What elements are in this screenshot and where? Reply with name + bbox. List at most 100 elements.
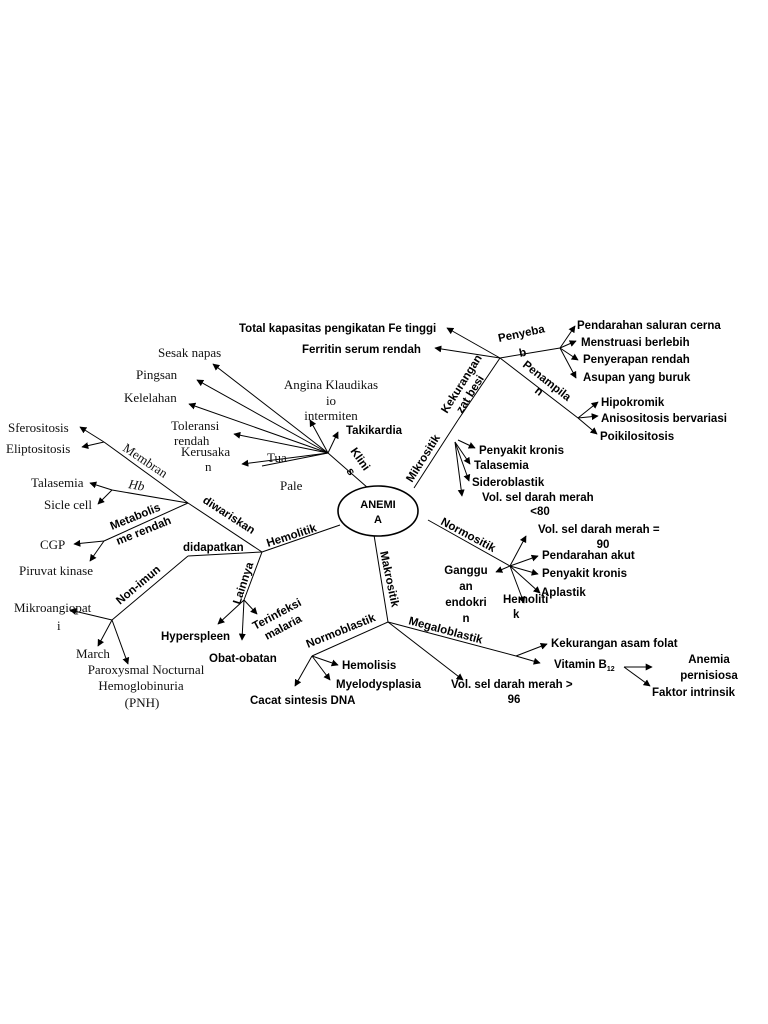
leaf-asupan: Asupan yang buruk xyxy=(583,372,691,384)
edge-klinis xyxy=(327,452,369,489)
leaf-kerusakan-1: Kerusaka xyxy=(181,444,230,459)
edge-obat xyxy=(238,599,246,641)
edge-talasemia-mikro xyxy=(454,441,471,465)
label-didapatkan: didapatkan xyxy=(183,542,244,554)
leaf-talasemia-mikro: Talasemia xyxy=(474,460,529,472)
leaf-gangguan-3: endokri xyxy=(445,597,487,609)
edge-kekurangan-zat-besi xyxy=(457,357,501,421)
edge-normositik xyxy=(427,519,511,567)
label-mikrositik: Mikrositik xyxy=(404,432,443,484)
leaf-hemolitik-normo-2: k xyxy=(513,609,520,621)
leaf-faktor-intrinsik: Faktor intrinsik xyxy=(652,687,736,699)
edge-vol80 xyxy=(454,441,465,497)
leaf-gangguan-4: n xyxy=(462,613,469,625)
edge-pendarahan-akut xyxy=(509,554,539,567)
leaf-anemia-pernisiosa-2: pernisiosa xyxy=(680,670,738,682)
leaf-poikilositosis: Poikilositosis xyxy=(600,431,674,443)
leaf-pendarahan-akut: Pendarahan akut xyxy=(542,550,635,562)
leaf-pnh-1: Paroxysmal Nocturnal xyxy=(88,662,205,677)
leaf-penyakit-kronis-mikro: Penyakit kronis xyxy=(479,445,564,457)
label-hemolitik: Hemolitik xyxy=(265,522,319,550)
edge-toleransi xyxy=(233,431,329,454)
edge-gangguan xyxy=(495,565,511,573)
leaf-labels: Total kapasitas pengikatan Fe tinggi Fer… xyxy=(6,320,738,710)
edge-total-kapasitas xyxy=(446,327,501,359)
edge-hemolisis xyxy=(311,655,339,667)
edge-hemolitik xyxy=(261,524,341,553)
leaf-hemolisis: Hemolisis xyxy=(342,660,396,672)
edge-angina xyxy=(309,419,329,454)
leaf-hipokromik: Hipokromik xyxy=(601,397,665,409)
label-non-imun: Non-imun xyxy=(114,564,163,608)
leaf-gangguan-2: an xyxy=(459,581,472,593)
leaf-vol80-2: <80 xyxy=(530,506,550,518)
leaf-kelelahan: Kelelahan xyxy=(124,390,177,405)
center-ellipse xyxy=(337,485,419,537)
edge-ferritin xyxy=(434,345,501,359)
vitamin-b12-text: Vitamin B xyxy=(554,659,607,671)
edge-penyakit-kronis-mikro xyxy=(457,439,476,449)
edge-anisositosis xyxy=(577,413,599,421)
edge-lainnya xyxy=(243,551,263,601)
label-membran: Membran xyxy=(120,440,171,481)
edge-penampilan xyxy=(499,357,579,419)
leaf-takikardia: Takikardia xyxy=(346,425,403,437)
leaf-toleransi-2: rendah xyxy=(174,433,210,448)
leaf-total-kapasitas: Total kapasitas pengikatan Fe tinggi xyxy=(239,323,436,335)
label-normositik: Normositik xyxy=(439,516,498,555)
leaf-penyerapan: Penyerapan rendah xyxy=(583,354,690,366)
leaf-pnh-3: (PNH) xyxy=(125,695,160,710)
edge-pnh xyxy=(111,619,130,665)
leaf-pnh-2: Hemoglobinuria xyxy=(98,678,183,693)
label-hb: Hb xyxy=(126,476,146,494)
leaf-talasemia-hb: Talasemia xyxy=(31,475,84,490)
leaf-cgp: CGP xyxy=(40,537,65,552)
label-penampilan-1: Penampila xyxy=(520,359,573,404)
leaf-vitamin-b12: Vitamin B12 xyxy=(554,659,615,673)
edge-membran xyxy=(103,441,189,504)
edge-pendarahan-saluran xyxy=(559,325,576,349)
leaf-aplastik: Aplastik xyxy=(541,587,586,599)
edge-vol90 xyxy=(509,535,527,567)
edge-sicle-cell xyxy=(97,489,113,505)
leaf-angina-3: intermiten xyxy=(304,408,358,423)
leaf-anemia-pernisiosa-1: Anemia xyxy=(688,654,730,666)
edge-mikroangiopati xyxy=(69,608,113,621)
leaf-tua: Tua xyxy=(267,450,287,465)
leaf-mikroangiopati-1: Mikroangiopat xyxy=(14,600,92,615)
edge-cgp xyxy=(73,539,105,547)
leaf-toleransi-1: Toleransi xyxy=(171,418,220,433)
edge-faktor-intrinsik xyxy=(623,666,651,687)
leaf-menstruasi: Menstruasi berlebih xyxy=(581,337,690,349)
leaf-ferritin: Ferritin serum rendah xyxy=(302,344,421,356)
leaf-sesak-napas: Sesak napas xyxy=(158,345,221,360)
edge-diwariskan xyxy=(187,502,263,553)
edge-sideroblastik xyxy=(454,441,471,482)
leaf-pendarahan-saluran: Pendarahan saluran cerna xyxy=(577,320,721,332)
leaf-gangguan-1: Ganggu xyxy=(444,565,487,577)
edge-myelodysplasia xyxy=(311,655,331,681)
leaf-kerusakan-2: n xyxy=(205,459,212,474)
leaf-vol90-1: Vol. sel darah merah = xyxy=(538,524,660,536)
leaf-vol96-2: 96 xyxy=(508,694,521,706)
edge-penyakit-kronis-normo xyxy=(509,565,539,576)
edge-piruvat xyxy=(89,540,105,562)
label-penyebab-2: b xyxy=(518,347,527,360)
leaf-angina-2: io xyxy=(326,393,336,408)
center-label-line1: ANEMI xyxy=(360,499,395,511)
center-label-line2: A xyxy=(374,514,382,526)
edge-mikrositik xyxy=(413,419,459,489)
leaf-piruvat-kinase: Piruvat kinase xyxy=(19,563,93,578)
label-lainnya: Lainnya xyxy=(231,560,256,606)
edge-terinfeksi xyxy=(243,599,258,615)
edge-non-imun xyxy=(111,555,189,621)
leaf-myelodysplasia: Myelodysplasia xyxy=(336,679,422,691)
edge-poikilositosis xyxy=(577,417,598,435)
leaf-mikroangiopati-2: i xyxy=(57,618,61,633)
leaf-eliptositosis: Eliptositosis xyxy=(6,441,70,456)
leaf-anisositosis: Anisositosis bervariasi xyxy=(601,413,727,425)
edges xyxy=(69,325,653,687)
leaf-vol90-2: 90 xyxy=(597,539,610,551)
leaf-vol96-1: Vol. sel darah merah > xyxy=(451,679,573,691)
